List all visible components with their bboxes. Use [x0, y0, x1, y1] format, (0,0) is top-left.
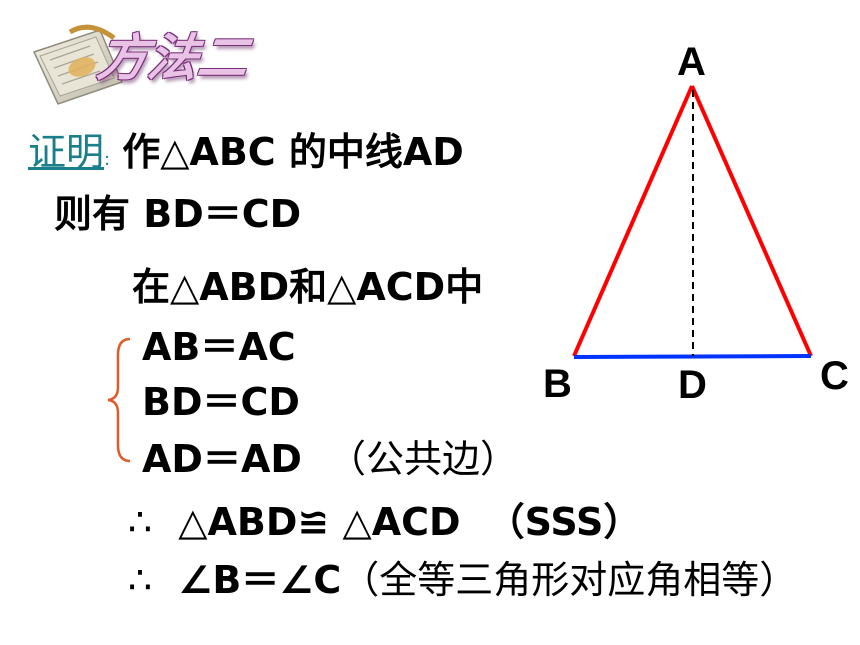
conclusion-angles-note: （全等三角形对应角相等） [341, 558, 798, 602]
vertex-label-d: D [678, 363, 707, 407]
proof-line-3: 在△ABD和△ACD中 [132, 265, 484, 309]
therefore-symbol: ∴ [128, 500, 153, 544]
side-ac [690, 85, 813, 357]
proof-line-1: 证明: 作△ABC 的中线AD [28, 130, 464, 182]
side-ab [572, 85, 694, 357]
left-brace [107, 337, 131, 463]
proof-colon: : [104, 149, 111, 170]
conclusion-angles: ∴ ∠B＝∠C（全等三角形对应角相等） [128, 558, 797, 602]
proof-median-statement: 作△ABC 的中线AD [122, 130, 464, 174]
conclusion-congruent: ∴ △ABD≌ △ACD （SSS） [128, 500, 641, 544]
condition-ab-ac: AB＝AC [142, 325, 296, 369]
condition-ad-ad: AD＝AD （公共边） [142, 437, 518, 481]
conclusion-congruent-text: △ABD≌ △ACD [178, 500, 461, 544]
vertex-label-b: B [543, 362, 572, 406]
condition-ad-ad-text: AD＝AD [142, 437, 302, 481]
condition-bd-cd: BD＝CD [142, 380, 300, 424]
proof-label: 证明 [28, 130, 105, 174]
conclusion-congruent-note: （SSS） [486, 500, 642, 544]
therefore-symbol-2: ∴ [128, 558, 153, 602]
vertex-label-a: A [677, 40, 706, 84]
book-icon [32, 24, 124, 105]
base-bc [573, 354, 812, 359]
condition-ad-ad-note: （公共边） [328, 437, 519, 481]
vertex-label-c: C [820, 354, 849, 398]
conclusion-angles-text: ∠B＝∠C [178, 558, 342, 602]
proof-line-2: 则有 BD＝CD [54, 192, 302, 236]
